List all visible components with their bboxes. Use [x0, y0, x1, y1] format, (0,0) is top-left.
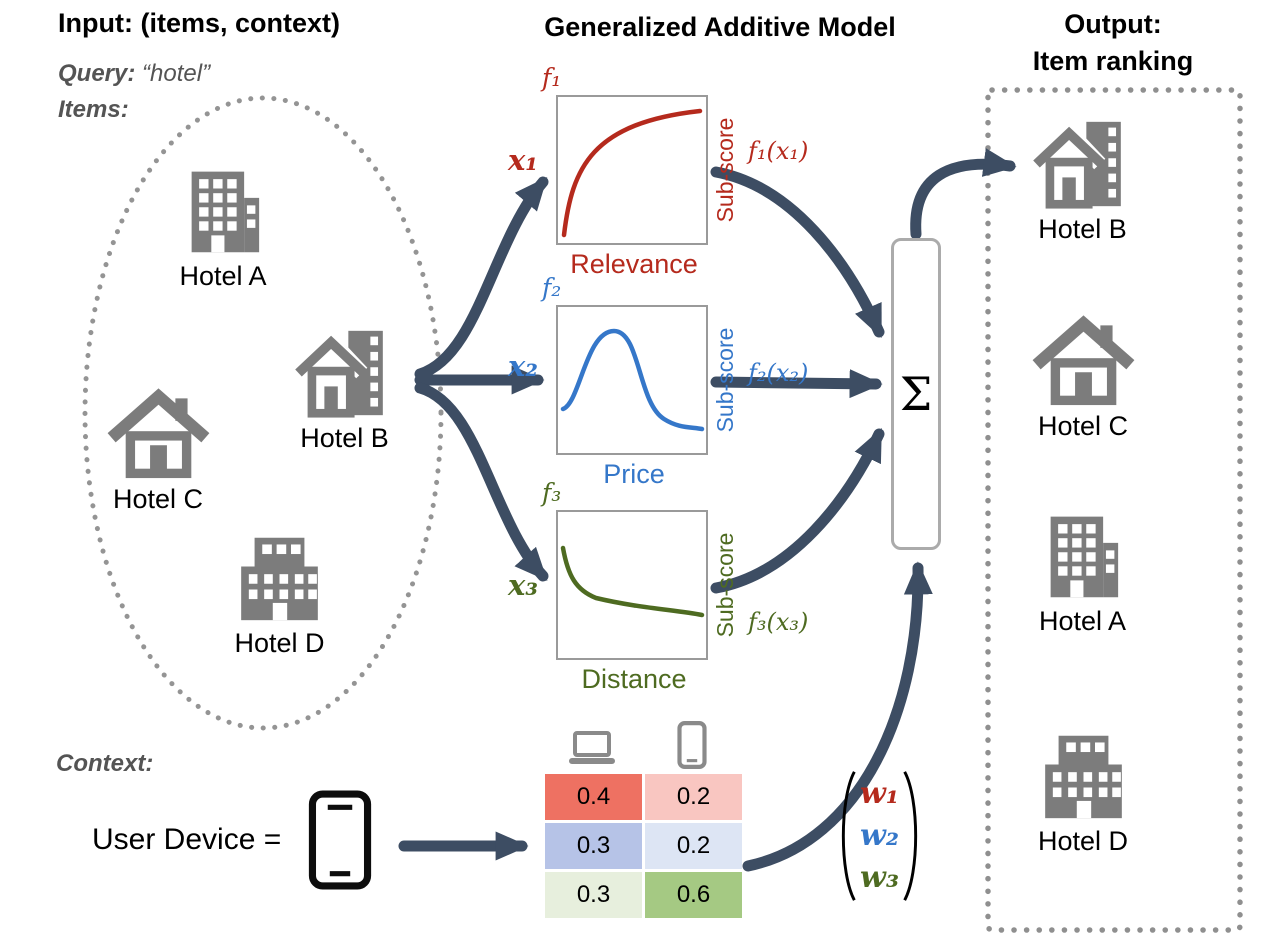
input-hotel-b: Hotel B: [282, 327, 407, 454]
smartphone-icon: [677, 721, 707, 769]
arrow-weights-to-sum: [742, 561, 933, 872]
query-line: Query: “hotel”: [58, 60, 210, 88]
input-hotel-d: Hotel D: [222, 532, 337, 659]
hotel-label: Hotel A: [179, 261, 267, 291]
model-section-title: Generalized Additive Model: [544, 12, 896, 42]
output-rank-4-hotel-d: Hotel D: [1023, 730, 1143, 857]
weight-cell-r3c1: 0.3: [545, 872, 642, 918]
output-title-line2: Item ranking: [1032, 46, 1194, 76]
context-label: Context:: [56, 750, 154, 777]
price-curve: [560, 328, 705, 432]
hotel-label: Hotel D: [234, 628, 325, 658]
building-block-icon: [227, 532, 332, 624]
f1-output-label: f₁(x₁): [748, 137, 809, 165]
f3-axis-label: Sub-score: [712, 532, 738, 638]
hotel-label: Hotel B: [1038, 214, 1127, 244]
price-label: Price: [603, 459, 665, 489]
house-icon: [1031, 315, 1136, 407]
house-icon: [106, 388, 211, 480]
left-paren: [841, 771, 856, 901]
arrow-sum-to-output: [910, 148, 1017, 240]
hotel-label: Hotel A: [1038, 606, 1127, 636]
items-group-ellipse: [82, 95, 444, 731]
right-paren: [903, 771, 918, 901]
output-section-title: Output: Item ranking: [985, 6, 1241, 80]
input-section-title: Input: (items, context): [58, 8, 340, 38]
query-label: Query:: [58, 60, 136, 87]
query-value: “hotel”: [142, 60, 211, 87]
relevance-shape-chart: f₁ x₁ Sub-score f₁(x₁) Relevance: [508, 63, 808, 279]
house-highrise-icon: [1030, 118, 1135, 210]
sum-node: Σ: [891, 238, 941, 550]
price-shape-chart: f₂ x₂ Sub-score f₂(x₂) Price: [508, 273, 808, 489]
arrow-f1-to-sum: [710, 166, 885, 339]
f2-symbol: f₂: [542, 273, 562, 302]
laptop-icon: [569, 731, 615, 764]
weight-cell-r2c2: 0.2: [645, 823, 742, 869]
f1-axis-label: Sub-score: [712, 117, 738, 223]
relevance-label: Relevance: [570, 249, 698, 279]
f1-symbol: f₁: [542, 63, 562, 92]
x3-input-label: x₃: [508, 568, 538, 602]
weight-cell-r3c2: 0.6: [645, 872, 742, 918]
output-rank-2-hotel-c: Hotel C: [1023, 315, 1143, 442]
hotel-label: Hotel C: [1037, 411, 1129, 441]
w1-label: w₁: [860, 776, 899, 811]
context-weight-table: 0.4 0.2 0.3 0.2 0.3 0.6: [545, 774, 742, 918]
input-hotel-a: Hotel A: [158, 165, 288, 292]
output-rank-1-hotel-b: Hotel B: [1020, 118, 1145, 245]
arrow-f3-to-sum: [710, 428, 885, 594]
weight-labels: w₁ w₂ w₃: [858, 762, 901, 910]
w3-label: w₃: [860, 860, 899, 895]
weight-vector: w₁ w₂ w₃: [836, 762, 923, 910]
user-device-label: User Device =: [92, 823, 282, 856]
items-label: Items:: [58, 96, 129, 123]
f2-output-label: f₂(x₂): [748, 359, 809, 387]
building-tower-icon: [1030, 510, 1135, 602]
distance-curve: [560, 545, 705, 618]
w2-label: w₂: [860, 818, 899, 853]
smartphone-icon: [309, 790, 372, 890]
relevance-curve: [561, 108, 703, 238]
sigma-symbol: Σ: [899, 367, 933, 421]
weight-cell-r2c1: 0.3: [545, 823, 642, 869]
f3-symbol: f₃: [542, 478, 562, 507]
distance-label: Distance: [581, 664, 687, 694]
user-device-row: User Device =: [92, 790, 373, 890]
x2-input-label: x₂: [508, 349, 538, 383]
output-group-box: [985, 87, 1243, 933]
f3-output-label: f₃(x₃): [748, 608, 809, 636]
weight-cell-r1c2: 0.2: [645, 774, 742, 820]
distance-shape-chart: f₃ x₃ Sub-score f₃(x₃) Distance: [508, 478, 808, 694]
hotel-label: Hotel C: [112, 484, 204, 514]
house-highrise-icon: [292, 327, 397, 419]
arrow-f2-to-sum: [710, 369, 883, 399]
weight-cell-r1c1: 0.4: [545, 774, 642, 820]
arrow-item-to-f3: [414, 382, 549, 582]
building-tower-icon: [171, 165, 276, 257]
output-title-line1: Output:: [1064, 9, 1162, 39]
x1-input-label: x₁: [508, 143, 538, 177]
arrow-item-to-f1: [414, 176, 549, 380]
hotel-label: Hotel D: [1037, 826, 1129, 856]
hotel-label: Hotel B: [300, 423, 389, 453]
building-block-icon: [1031, 730, 1136, 822]
input-hotel-c: Hotel C: [98, 388, 218, 515]
output-rank-3-hotel-a: Hotel A: [1020, 510, 1145, 637]
f2-axis-label: Sub-score: [712, 327, 738, 433]
